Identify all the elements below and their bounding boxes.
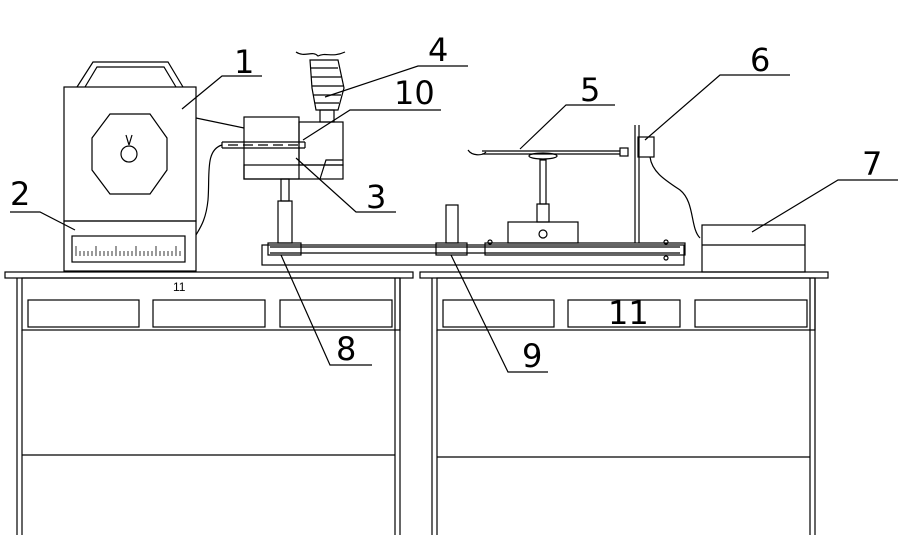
label-6: 6	[750, 41, 770, 79]
sensor-rod	[634, 125, 701, 243]
coil-device	[295, 51, 346, 123]
label-9: 9	[522, 337, 542, 375]
label-10: 10	[394, 74, 435, 112]
label-11-right: 11	[608, 294, 649, 332]
rail	[261, 204, 686, 266]
stand-3	[277, 178, 293, 244]
label-4: 4	[428, 31, 448, 69]
leader-lines	[10, 65, 898, 373]
arm-device	[467, 147, 629, 244]
label-2: 2	[10, 175, 30, 213]
label-3: 3	[366, 178, 386, 216]
left-table	[4, 271, 414, 535]
label-11-left: 11	[173, 280, 186, 294]
heater-box	[195, 116, 344, 236]
recorder-box	[701, 224, 806, 273]
label-7: 7	[862, 145, 882, 183]
right-table	[419, 271, 829, 535]
label-8: 8	[336, 330, 356, 368]
number-labels: 1 2 3 4 5 6 7 8 9 10 11 11	[10, 31, 882, 375]
label-5: 5	[580, 71, 600, 109]
cabinet-device	[63, 61, 197, 272]
label-1: 1	[234, 43, 254, 81]
